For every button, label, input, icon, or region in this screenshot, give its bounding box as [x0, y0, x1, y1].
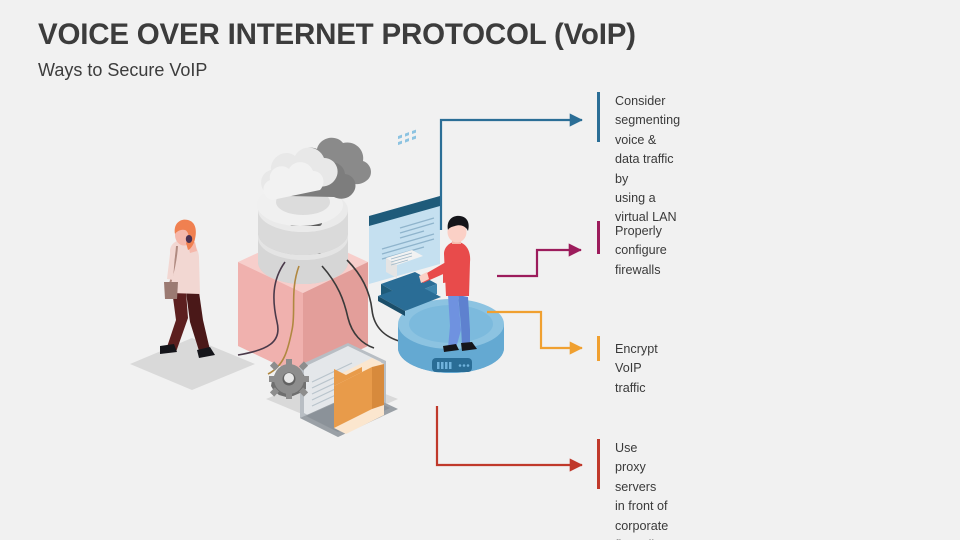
fax-printer: [378, 129, 441, 316]
page-subtitle: Ways to Secure VoIP: [38, 60, 208, 80]
desktop-screen: [369, 196, 440, 284]
page-title: VOICE OVER INTERNET PROTOCOL (VoIP): [38, 18, 636, 51]
laptop-with-folder: [300, 343, 398, 437]
standing-man: [419, 215, 477, 352]
callout-text: Properly configure firewalls: [615, 224, 667, 277]
callout-text: Consider segmenting voice & data traffic…: [615, 94, 681, 225]
callout-accent-bar: [597, 221, 600, 254]
stacked-servers: [257, 184, 348, 284]
ground-shadow-woman: [130, 338, 255, 390]
callout-accent-bar: [597, 336, 600, 361]
callout-accent-bar: [597, 439, 600, 489]
callout-text: Encrypt VoIP traffic: [615, 342, 658, 395]
gear-icon: [269, 359, 309, 399]
cloud-icon: [261, 137, 372, 200]
callout-text: Use proxy servers in front of corporate …: [615, 441, 669, 540]
network-cables: [237, 259, 404, 375]
walking-woman-on-phone: [160, 219, 215, 358]
callout-accent-bar: [597, 92, 600, 142]
